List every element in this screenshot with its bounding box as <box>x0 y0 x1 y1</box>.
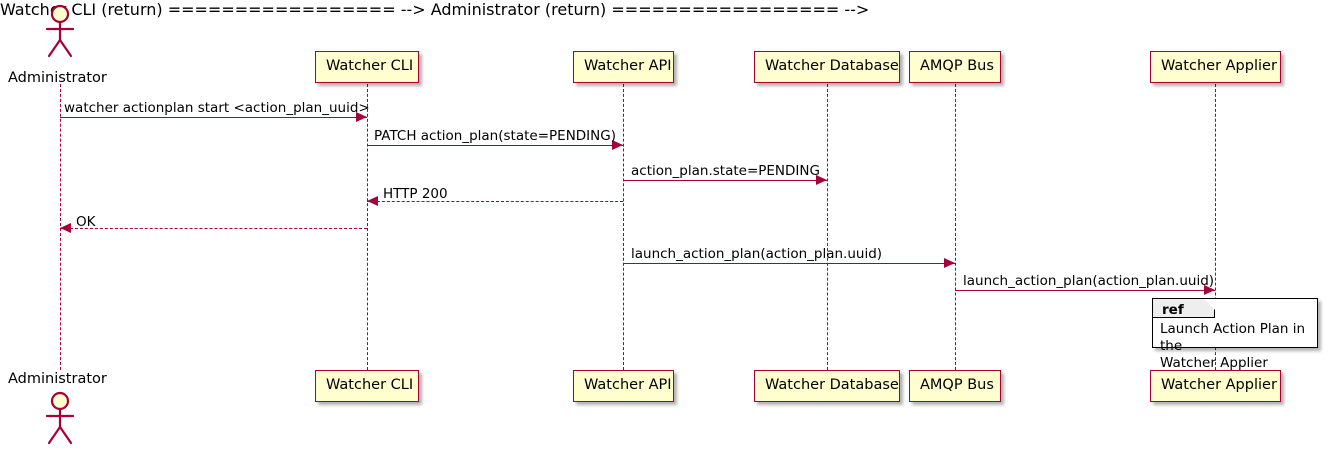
lifeline-watcher-applier <box>1215 84 1216 370</box>
actor-administrator-bottom-label: Administrator <box>8 371 107 387</box>
participant-label: AMQP Bus <box>920 377 994 393</box>
ref-fragment-text-line2: Watcher Applier <box>1160 354 1268 371</box>
participant-label: Watcher API <box>584 58 672 74</box>
participant-amqp-bus-top[interactable]: AMQP Bus <box>909 51 1001 83</box>
actor-administrator-top-label: Administrator <box>8 70 107 86</box>
message-label-action-plan-state-pending: action_plan.state=PENDING <box>631 163 820 179</box>
message-arrow-launch-action-plan-api <box>623 263 955 264</box>
ref-fragment-header: ref <box>1153 299 1215 318</box>
message-arrowhead-right <box>816 175 827 185</box>
message-label-patch-action-plan: PATCH action_plan(state=PENDING) <box>374 128 616 144</box>
lifeline-watcher-api <box>623 84 624 370</box>
participant-label: Watcher CLI <box>326 377 414 393</box>
participant-amqp-bus-bottom[interactable]: AMQP Bus <box>909 370 1001 402</box>
message-arrow-ok <box>60 228 367 229</box>
participant-label: Watcher Applier <box>1161 377 1277 393</box>
participant-watcher-api-bottom[interactable]: Watcher API <box>573 370 674 402</box>
participant-watcher-applier-top[interactable]: Watcher Applier <box>1150 51 1281 83</box>
message-arrowhead-right <box>612 140 623 150</box>
participant-label: Watcher Applier <box>1161 58 1277 74</box>
lifeline-amqp-bus <box>955 84 956 370</box>
participant-watcher-api-top[interactable]: Watcher API <box>573 51 674 83</box>
participant-label: Watcher CLI <box>326 58 414 74</box>
message-arrowhead-right <box>944 258 955 268</box>
message-label-ok: OK <box>76 214 96 230</box>
message-arrow-http-200 <box>367 201 623 202</box>
message-label-watcher-actionplan-start: watcher actionplan start <action_plan_uu… <box>64 100 370 116</box>
message-arrow-action-plan-state-pending <box>623 180 827 181</box>
lifeline-watcher-cli <box>367 84 368 370</box>
ref-fragment[interactable]: ref Launch Action Plan in the Watcher Ap… <box>1152 298 1318 371</box>
participant-watcher-cli-top[interactable]: Watcher CLI <box>315 51 419 83</box>
participant-watcher-database-top[interactable]: Watcher Database <box>754 51 900 83</box>
participant-label: AMQP Bus <box>920 58 994 74</box>
actor-administrator-bottom-icon <box>40 391 80 445</box>
actor-administrator-top-icon <box>40 4 80 58</box>
message-arrow-launch-action-plan-bus <box>955 290 1215 291</box>
message-arrow-patch-action-plan <box>367 145 623 146</box>
ref-fragment-body: Launch Action Plan in the Watcher Applie… <box>1153 319 1317 372</box>
message-arrowhead-left <box>367 196 378 206</box>
message-label-launch-action-plan-bus: launch_action_plan(action_plan.uuid) <box>963 273 1215 289</box>
participant-watcher-applier-bottom[interactable]: Watcher Applier <box>1150 370 1281 402</box>
message-arrowhead-right <box>1204 285 1215 295</box>
lifeline-watcher-database <box>827 84 828 370</box>
message-arrowhead-right <box>356 112 367 122</box>
participant-watcher-database-bottom[interactable]: Watcher Database <box>754 370 900 402</box>
participant-label: Watcher Database <box>765 377 899 393</box>
message-label-http-200: HTTP 200 <box>383 186 448 202</box>
participant-label: Watcher API <box>584 377 672 393</box>
participant-label: Watcher Database <box>765 58 899 74</box>
message-arrow-watcher-actionplan-start <box>60 117 367 118</box>
message-label-launch-action-plan-api: launch_action_plan(action_plan.uuid) <box>631 246 883 262</box>
message-arrowhead-left <box>60 223 71 233</box>
ref-fragment-text-line1: Launch Action Plan in the <box>1160 321 1306 354</box>
participant-watcher-cli-bottom[interactable]: Watcher CLI <box>315 370 419 402</box>
